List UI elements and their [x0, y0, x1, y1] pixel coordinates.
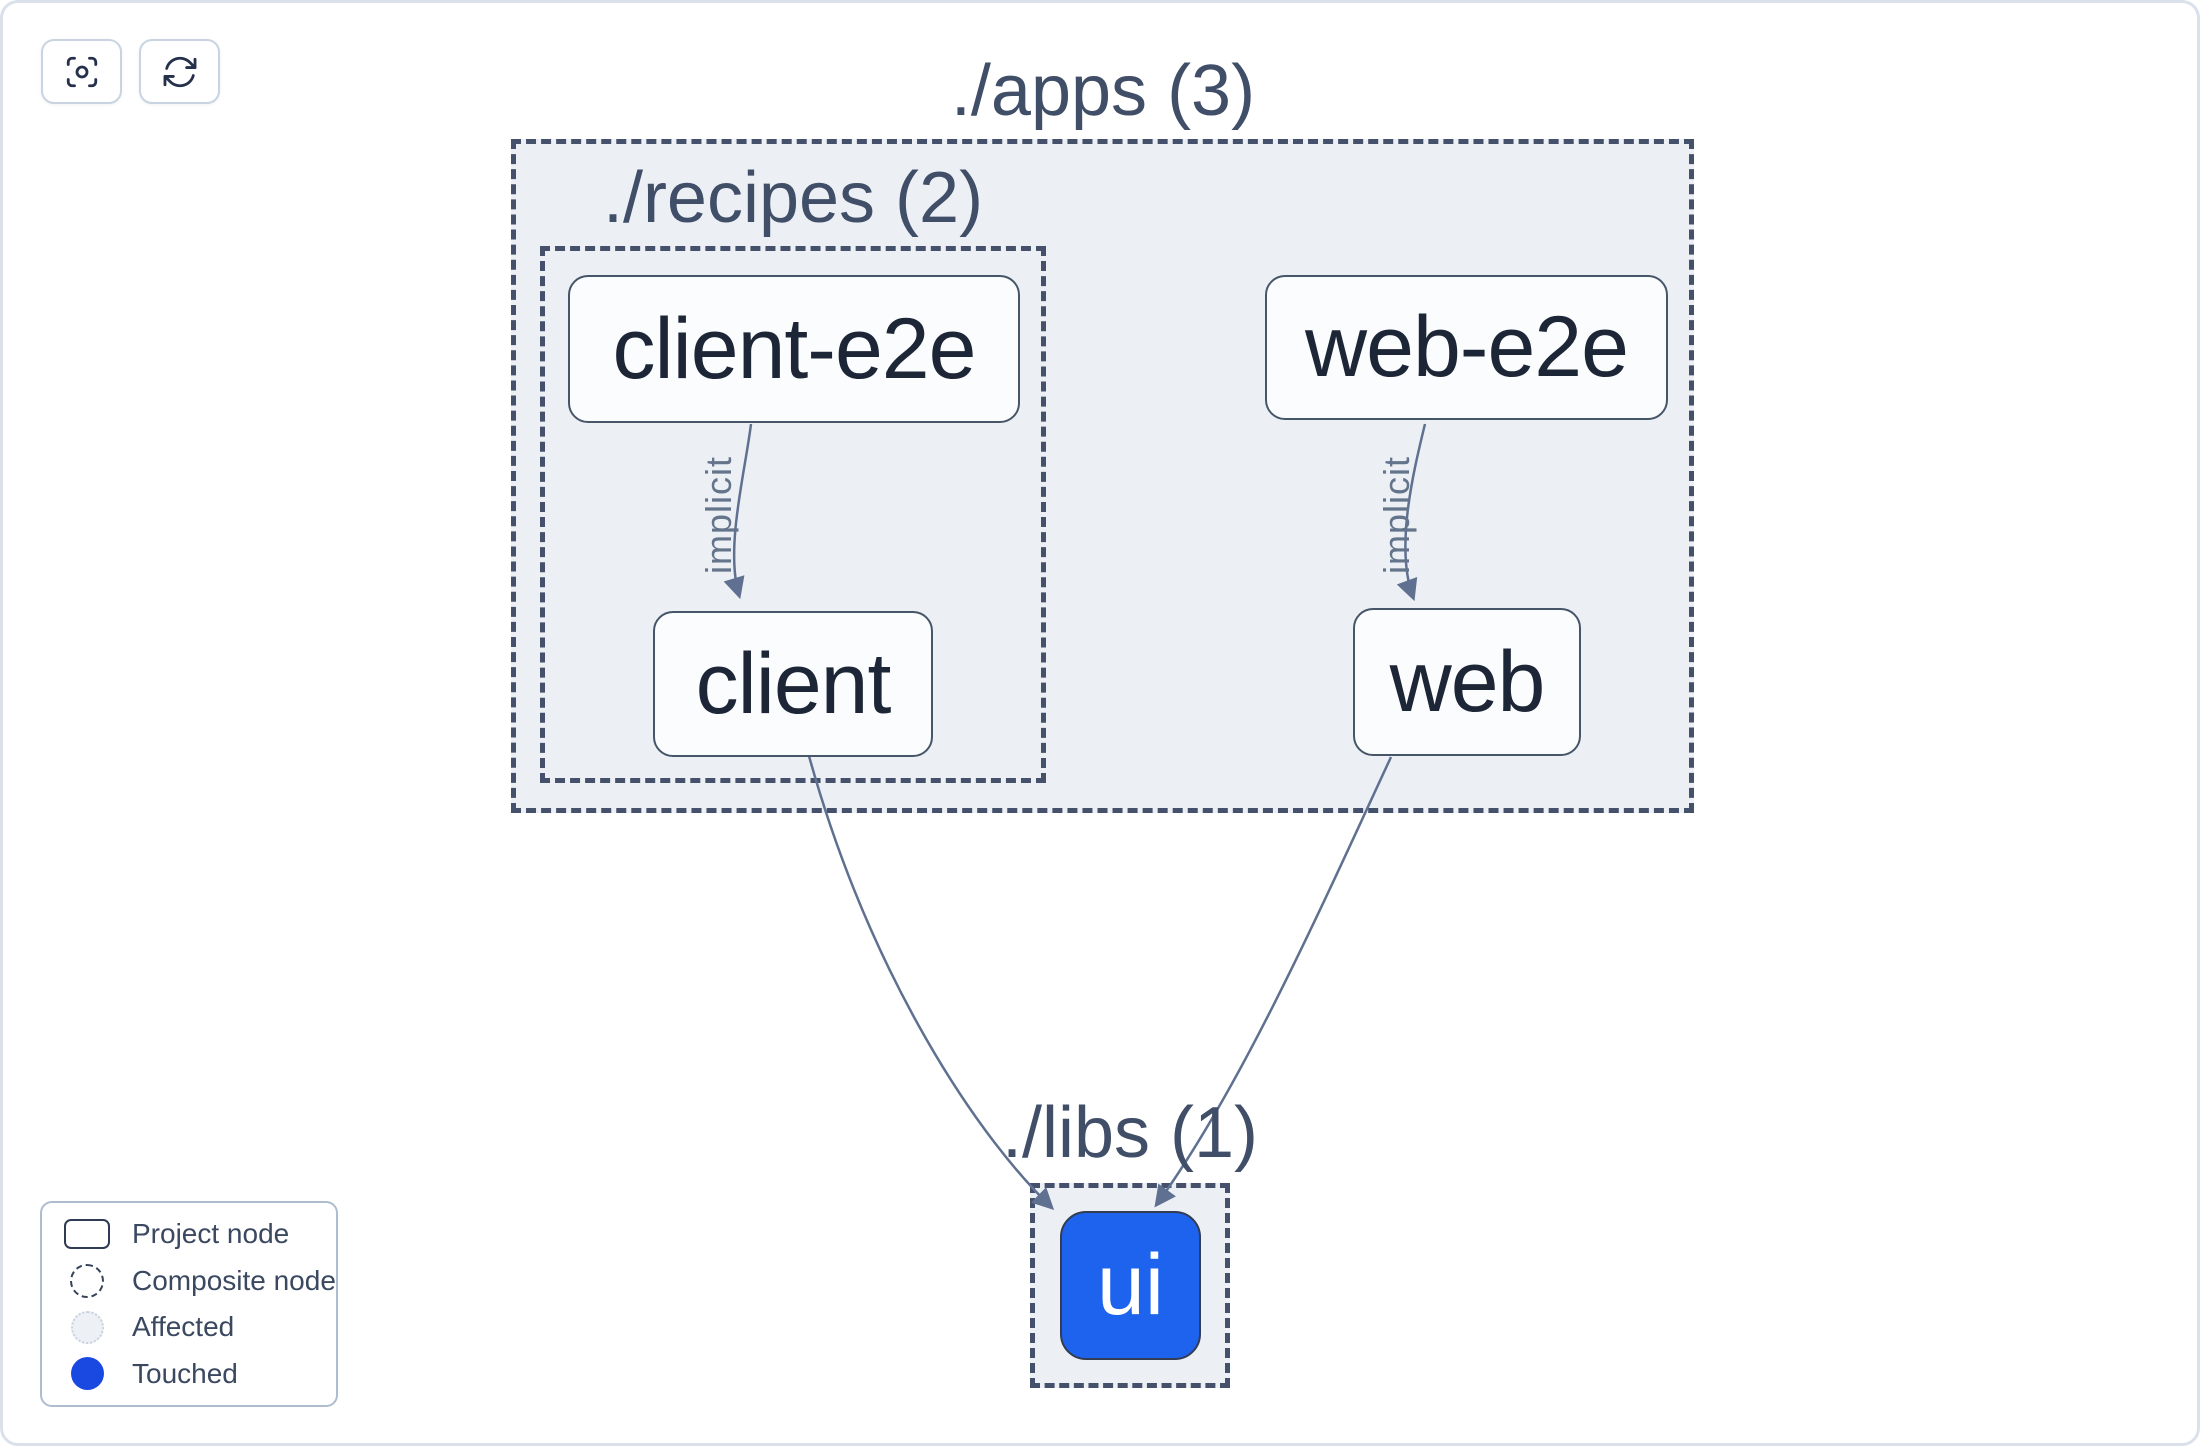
edges-layer: [723, 423, 1427, 1211]
legend-item-touched: Touched: [56, 1351, 322, 1398]
project-node-swatch-icon: [64, 1219, 110, 1250]
refresh-button[interactable]: [139, 39, 220, 104]
composite-node-swatch-icon: [70, 1263, 104, 1298]
legend-label: Affected: [132, 1311, 235, 1343]
touched-swatch-icon: [70, 1357, 104, 1391]
edge-label-implicit-web: implicit: [1376, 456, 1417, 575]
group-label-apps: ./apps (3): [950, 51, 1256, 131]
node-client[interactable]: client: [653, 611, 933, 757]
legend-label: Project node: [132, 1218, 290, 1250]
crosshair-viewfinder-icon: [62, 52, 102, 92]
node-web-e2e[interactable]: web-e2e: [1265, 275, 1668, 420]
legend-label: Composite node: [132, 1264, 336, 1296]
node-client-e2e[interactable]: client-e2e: [568, 275, 1020, 423]
group-label-libs: ./libs (1): [1001, 1093, 1259, 1173]
legend: Project node Composite node Affected Tou…: [40, 1201, 338, 1407]
node-web[interactable]: web: [1353, 608, 1581, 756]
group-label-recipes: ./recipes (2): [602, 158, 984, 238]
node-ui-touched[interactable]: ui: [1060, 1211, 1201, 1360]
edge-client-e2e-to-client[interactable]: [723, 423, 753, 600]
edge-web-to-ui[interactable]: [1154, 756, 1393, 1208]
edge-web-e2e-to-web[interactable]: [1396, 423, 1427, 602]
legend-item-project-node: Project node: [56, 1211, 322, 1258]
legend-label: Touched: [132, 1357, 238, 1389]
affected-swatch-icon: [70, 1310, 104, 1344]
legend-item-composite-node: Composite node: [56, 1258, 336, 1305]
refresh-icon: [160, 52, 200, 92]
edge-label-implicit-client: implicit: [698, 456, 739, 575]
focus-button[interactable]: [41, 39, 122, 104]
edge-client-to-ui[interactable]: [807, 755, 1055, 1211]
legend-item-affected: Affected: [56, 1304, 322, 1351]
